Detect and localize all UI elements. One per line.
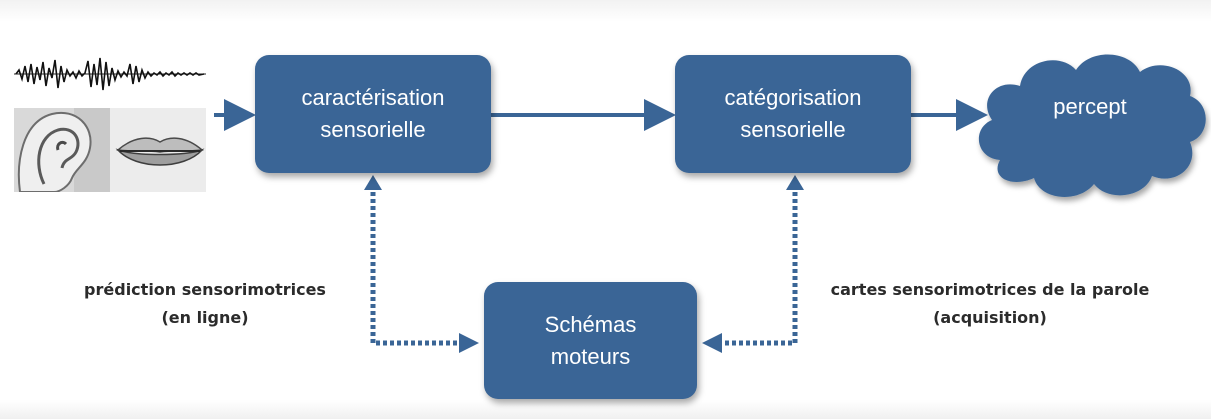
categorisation-box: catégorisation sensorielle (675, 55, 911, 173)
cartes-label-line2: (acquisition) (933, 308, 1047, 327)
dotted-arrow-categorisation-schemas (702, 175, 804, 353)
caracterisation-label-line2: sensorielle (320, 117, 426, 142)
schemas-moteurs-box: Schémas moteurs (484, 282, 697, 399)
ear-icon (14, 108, 110, 192)
percept-label: percept (1053, 94, 1127, 119)
caracterisation-label-line1: caractérisation (301, 85, 445, 110)
lips-icon (110, 108, 206, 192)
schemas-label-line1: Schémas (544, 311, 637, 337)
speech-input-illustration (14, 57, 206, 192)
cartes-label: cartes sensorimotrices de la parole (acq… (785, 276, 1195, 332)
percept-cloud (978, 54, 1206, 197)
prediction-label: prédiction sensorimotrices (en ligne) (40, 276, 370, 332)
schemas-label-line2: moteurs (550, 343, 631, 369)
prediction-label-line2: (en ligne) (161, 308, 249, 327)
caracterisation-box: caractérisation sensorielle (255, 55, 491, 173)
prediction-label-line1: prédiction sensorimotrices (84, 280, 326, 299)
dotted-arrow-caracterisation-schemas (364, 175, 479, 353)
categorisation-label-line1: catégorisation (724, 85, 862, 110)
categorisation-label-line2: sensorielle (740, 117, 846, 142)
cartes-label-line1: cartes sensorimotrices de la parole (830, 280, 1150, 299)
waveform-icon (14, 57, 206, 91)
